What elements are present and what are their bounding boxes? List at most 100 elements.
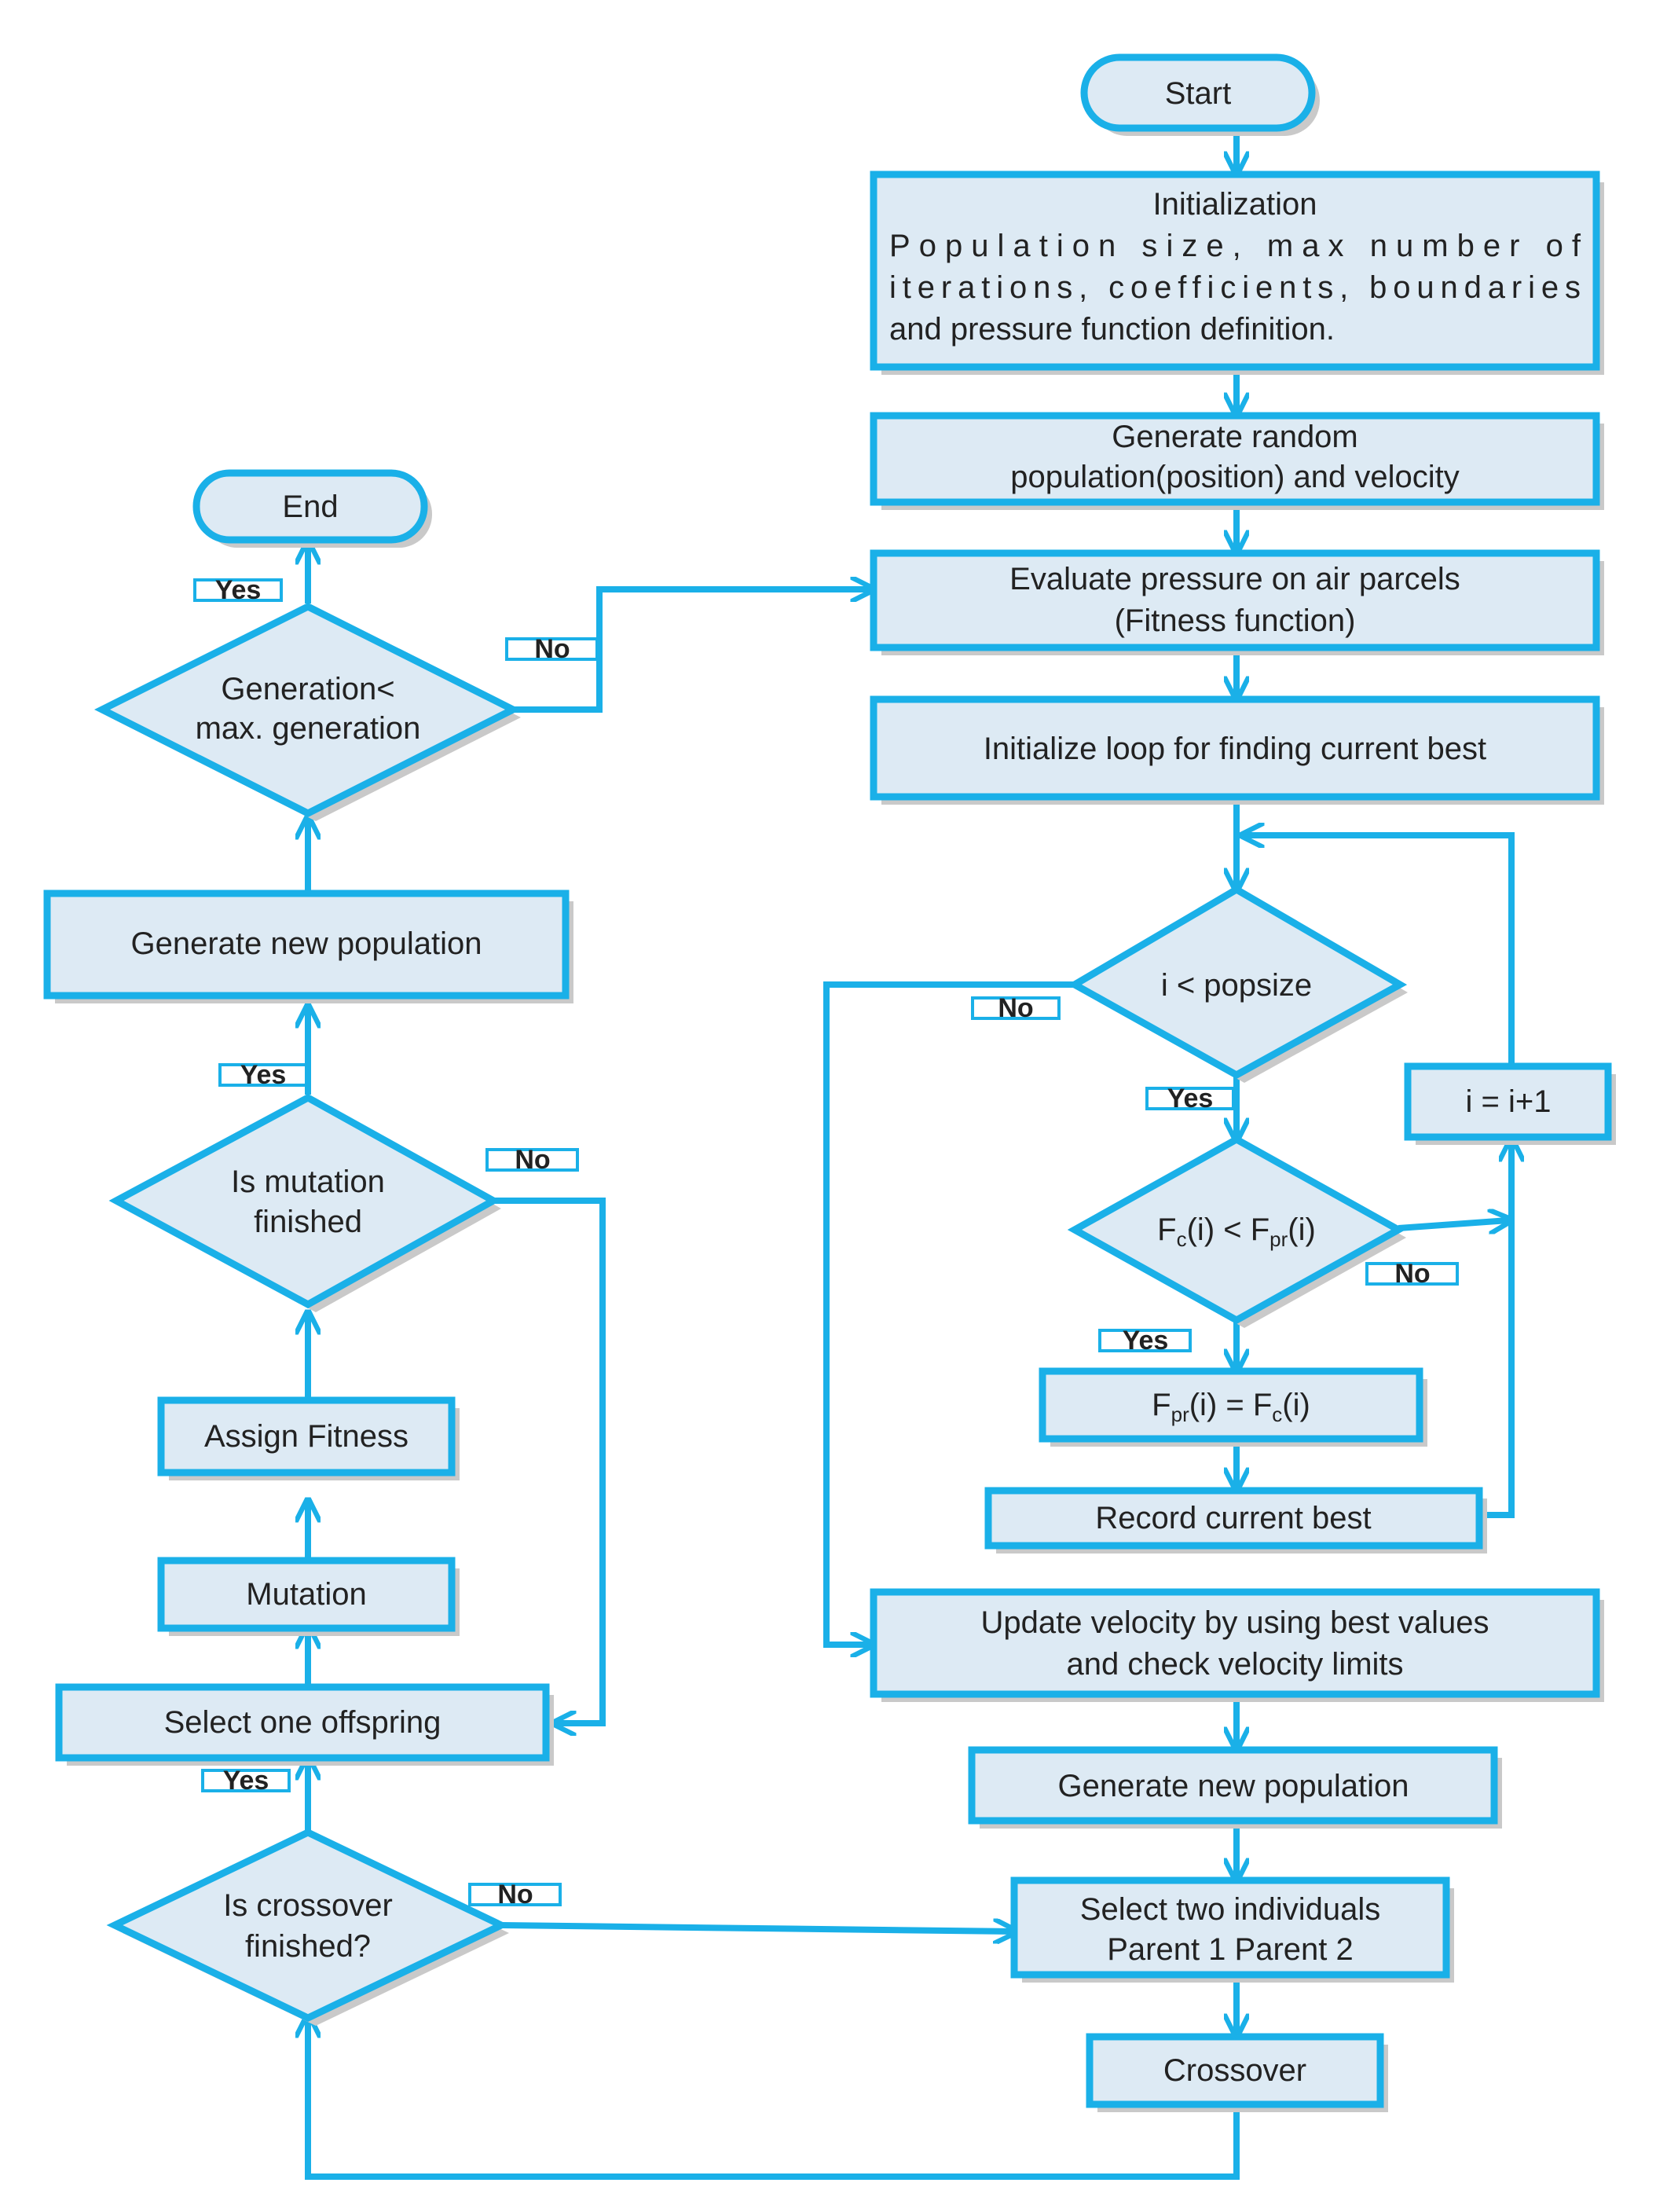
- edge-labels: Yes No Yes No No Yes No Yes Yes No: [193, 575, 1459, 1909]
- edge-increment-loop: [1244, 835, 1515, 1067]
- no-label-crossover: No: [497, 1880, 533, 1909]
- edge-crossover-crosscheck: [308, 2018, 1240, 2180]
- crossover-check-line-1: Is crossover: [223, 1888, 393, 1923]
- compare-decision: [1067, 1135, 1406, 1325]
- gen-new-pop-right-label: Generate new population: [1058, 1769, 1409, 1803]
- node-select-one: Select one offspring: [55, 1683, 554, 1766]
- end-label: End: [282, 490, 338, 524]
- select-two-line-1: Select two individuals: [1080, 1892, 1380, 1927]
- record-best-label: Record current best: [1095, 1501, 1371, 1535]
- generate-random-box: [870, 412, 1600, 506]
- record-best-box: [984, 1487, 1483, 1550]
- yes-label-box: [201, 1769, 291, 1792]
- mutation-check-line-1: Is mutation: [231, 1165, 385, 1199]
- yes-label-compare: Yes: [1123, 1326, 1169, 1355]
- no-label-compare: No: [1394, 1259, 1430, 1289]
- node-generate-random: Generate random population(position) and…: [870, 412, 1604, 510]
- start-label: Start: [1165, 76, 1231, 111]
- compare-sub-c: c: [1177, 1227, 1187, 1251]
- node-init-loop: Initialize loop for finding current best: [870, 695, 1604, 805]
- init-loop-label: Initialize loop for finding current best: [984, 732, 1486, 766]
- assign-f1: F: [1152, 1388, 1171, 1422]
- yes-label-box: [193, 578, 283, 602]
- init-loop-box: [870, 695, 1600, 801]
- crossover-label: Crossover: [1163, 2053, 1306, 2088]
- compare-mid: (i) < F: [1187, 1212, 1270, 1247]
- gen-new-pop-left-label: Generate new population: [131, 926, 482, 961]
- compare-sub-pr: pr: [1269, 1227, 1288, 1251]
- generate-random-line-1: Generate random: [1112, 420, 1358, 454]
- update-velocity-line-2: and check velocity limits: [1066, 1647, 1403, 1682]
- yes-label-box: [1098, 1329, 1192, 1352]
- crossover-check-line-2: finished?: [245, 1929, 371, 1964]
- node-increment: i = i+1: [1404, 1062, 1616, 1145]
- no-label-popsize: No: [998, 993, 1033, 1023]
- init-line-3: and pressure function definition.: [889, 312, 1335, 347]
- compare-label: Fc(i) < Fpr(i): [1157, 1212, 1316, 1251]
- no-label-box: [505, 637, 599, 661]
- assign-end: (i): [1282, 1388, 1310, 1422]
- yes-label-popsize: Yes: [1167, 1084, 1214, 1113]
- assign-sub-pr: pr: [1171, 1403, 1189, 1426]
- yes-label-crossover: Yes: [223, 1766, 269, 1796]
- popsize-label: i < popsize: [1161, 968, 1312, 1003]
- no-label-box: [1365, 1262, 1459, 1286]
- assign-mid: (i) = F: [1189, 1388, 1273, 1422]
- node-update-velocity: Update velocity by using best values and…: [870, 1588, 1604, 1702]
- node-crossover-check: Is crossover finished?: [106, 1829, 510, 2026]
- edge-mutcheck-selectone-no: [493, 1198, 606, 1723]
- no-label-box: [485, 1148, 579, 1172]
- node-record-best: Record current best: [984, 1487, 1487, 1554]
- assign-fitness-label: Assign Fitness: [204, 1419, 409, 1454]
- yes-label-mutation: Yes: [240, 1060, 287, 1090]
- yes-label-box: [1145, 1087, 1235, 1110]
- evaluate-box: [870, 549, 1600, 651]
- increment-box: [1404, 1062, 1612, 1141]
- no-label-generation: No: [534, 634, 570, 664]
- generate-random-line-2: population(position) and velocity: [1010, 460, 1459, 494]
- mutation-decision: [108, 1093, 501, 1309]
- mutation-check-line-2: finished: [254, 1205, 362, 1239]
- edge-compare-increment-no: [1398, 1220, 1508, 1228]
- node-gen-new-pop-left: Generate new population: [43, 890, 573, 1003]
- node-mutation: Mutation: [157, 1557, 460, 1636]
- crossover-decision: [106, 1829, 510, 2022]
- node-assign: Fpr(i) = Fc(i): [1039, 1367, 1427, 1447]
- no-label-box: [468, 1883, 562, 1906]
- no-label-box: [971, 996, 1061, 1020]
- edge-record-increment: [1487, 1142, 1511, 1518]
- update-velocity-line-1: Update velocity by using best values: [980, 1605, 1489, 1640]
- generation-decision: [93, 602, 522, 818]
- start-terminal: [1080, 53, 1316, 132]
- generation-line-2: max. generation: [196, 711, 421, 746]
- yes-label-box: [218, 1063, 308, 1087]
- node-initialization: Initialization Population size, max numb…: [870, 171, 1604, 375]
- select-two-line-2: Parent 1 Parent 2: [1107, 1932, 1354, 1967]
- compare-f1: F: [1157, 1212, 1176, 1247]
- node-mutation-check: Is mutation finished: [108, 1093, 501, 1312]
- node-start: Start: [1080, 53, 1320, 136]
- mutation-box: [157, 1557, 456, 1632]
- increment-label: i = i+1: [1466, 1084, 1552, 1119]
- initialization-box: [870, 171, 1600, 371]
- node-gen-new-pop-right: Generate new population: [968, 1746, 1502, 1829]
- node-crossover: Crossover: [1086, 2033, 1388, 2112]
- assign-label: Fpr(i) = Fc(i): [1152, 1388, 1310, 1426]
- mutation-label: Mutation: [246, 1577, 366, 1612]
- evaluate-line-1: Evaluate pressure on air parcels: [1009, 562, 1460, 596]
- init-title: Initialization: [1152, 187, 1317, 222]
- gen-new-pop-right-box: [968, 1746, 1498, 1825]
- node-select-two: Select two individuals Parent 1 Parent 2: [1010, 1876, 1454, 1983]
- evaluate-line-2: (Fitness function): [1115, 603, 1356, 638]
- node-end: End: [192, 469, 432, 548]
- edge-crosscheck-selecttwo-no: [500, 1925, 1013, 1931]
- end-terminal: [192, 469, 428, 544]
- assign-sub-c: c: [1272, 1403, 1282, 1426]
- node-popsize-check: i < popsize: [1067, 885, 1408, 1083]
- popsize-decision: [1067, 885, 1408, 1080]
- edge-gencheck-evaluate-no: [513, 589, 870, 713]
- crossover-box: [1086, 2033, 1384, 2108]
- yes-label-end: Yes: [215, 575, 262, 605]
- node-evaluate: Evaluate pressure on air parcels (Fitnes…: [870, 549, 1604, 655]
